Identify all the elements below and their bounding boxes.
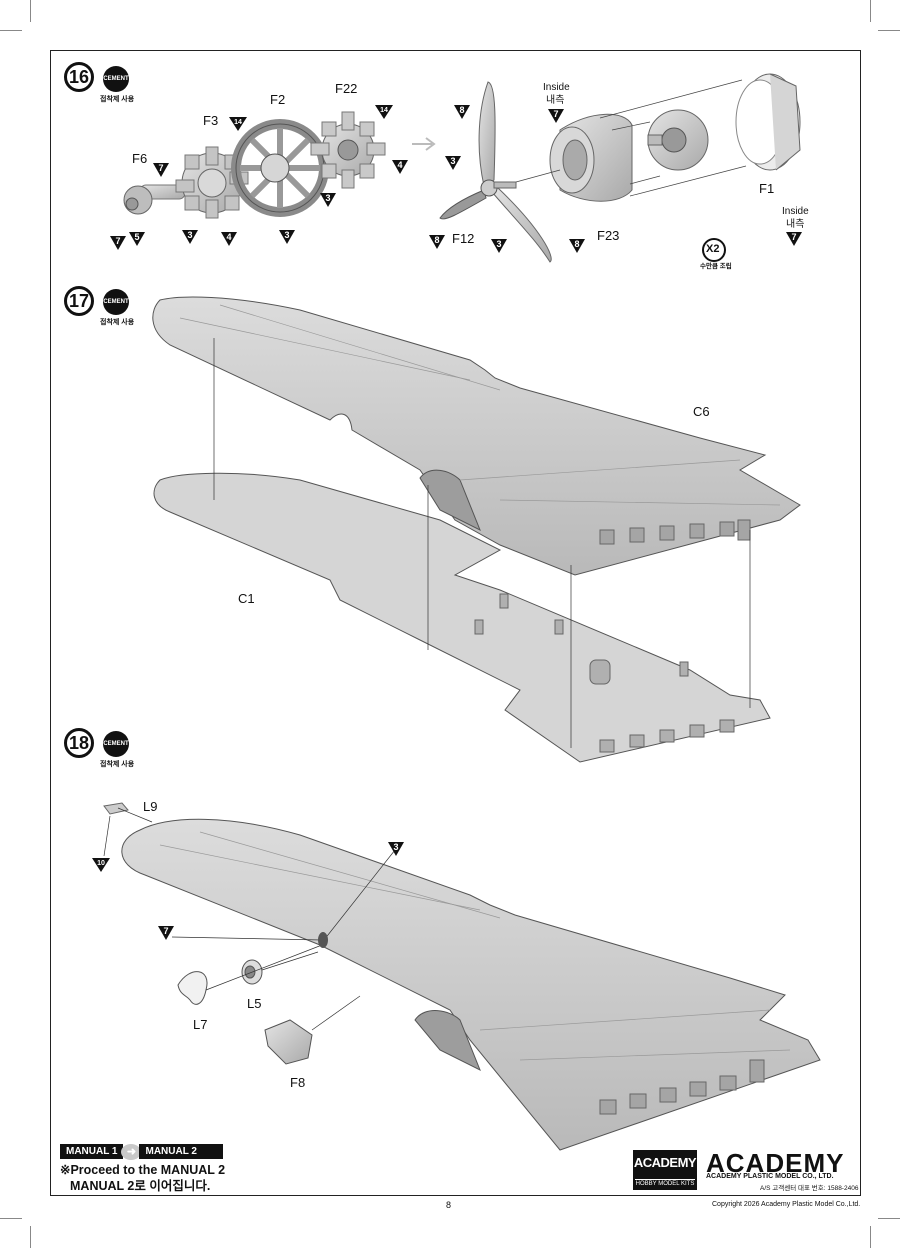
inside-label: Inside — [543, 82, 570, 93]
part-f1 — [735, 73, 801, 171]
crop-mark — [878, 30, 900, 31]
cement-note: 접착제 사용 — [100, 319, 135, 326]
svg-text:8: 8 — [574, 239, 579, 249]
svg-text:3: 3 — [450, 156, 455, 166]
cement-icon: CEMENT — [103, 731, 129, 757]
svg-text:7: 7 — [553, 109, 558, 119]
cement-label: CEMENT — [103, 299, 129, 305]
part-label-l9: L9 — [143, 799, 158, 814]
x2-badge — [702, 238, 726, 262]
svg-text:3: 3 — [187, 230, 192, 240]
cement-icon: CEMENT — [103, 289, 129, 315]
part-f2 — [231, 119, 329, 217]
manual2-label: MANUAL 2 — [139, 1144, 223, 1159]
part-c1 — [153, 472, 771, 763]
wing-assembly — [121, 818, 821, 1151]
svg-text:14: 14 — [380, 107, 388, 114]
svg-text:4: 4 — [226, 232, 231, 242]
part-f22 — [310, 111, 386, 189]
part-label-l7: L7 — [193, 1017, 208, 1032]
svg-text:7: 7 — [158, 163, 163, 173]
copyright: Copyright 2026 Academy Plastic Model Co.… — [712, 1201, 861, 1208]
cement-note: 접착제 사용 — [100, 761, 135, 768]
part-label-f2: F2 — [270, 92, 286, 107]
part-label-l5: L5 — [247, 996, 262, 1011]
svg-text:7: 7 — [115, 236, 120, 246]
svg-text:5: 5 — [134, 232, 139, 242]
arrow-right-icon: ➜ — [121, 1143, 142, 1160]
part-engine — [647, 109, 709, 171]
brand-box-title: ACADEMY — [633, 1155, 697, 1170]
x2-note: 수만큼 조립 — [700, 263, 732, 270]
svg-text:7: 7 — [163, 926, 168, 936]
cement-label: CEMENT — [103, 741, 129, 747]
step-number: 18 — [64, 728, 94, 758]
svg-text:3: 3 — [496, 239, 501, 249]
part-label-f1: F1 — [759, 181, 775, 196]
part-label-f23: F23 — [597, 228, 620, 243]
part-label-f3: F3 — [203, 113, 219, 128]
svg-text:10: 10 — [97, 860, 105, 867]
academy-logo: ACADEMY — [706, 1148, 845, 1178]
svg-text:8: 8 — [434, 235, 439, 245]
part-f3 — [175, 146, 249, 219]
page-number: 8 — [446, 1200, 452, 1210]
manual-nav: MANUAL 1 ➜ MANUAL 2 — [60, 1143, 223, 1160]
proceed-en: ※Proceed to the MANUAL 2 — [60, 1163, 226, 1177]
proceed-note: ※Proceed to the MANUAL 2 MANUAL 2로 이어집니다… — [60, 1162, 225, 1194]
manual1-label: MANUAL 1 — [60, 1144, 124, 1159]
brand-box-sub: HOBBY MODEL KITS — [635, 1179, 695, 1187]
step-number-text: 17 — [68, 290, 90, 311]
step18-drawing: 10 3 7 — [92, 802, 821, 1151]
step-number-text: 18 — [68, 732, 90, 753]
color-callouts-16: 7 7 5 3 4 14 3 14 3 4 8 3 8 3 8 7 7 — [110, 105, 802, 253]
part-label-f8: F8 — [290, 1075, 306, 1090]
cement-label: CEMENT — [103, 76, 129, 82]
color-callouts-18: 10 3 7 — [92, 842, 404, 940]
part-l7 — [177, 971, 208, 1005]
part-label-f22: F22 — [335, 81, 358, 96]
part-l9 — [103, 802, 129, 815]
inside-label: Inside — [782, 206, 809, 217]
step17-drawing — [152, 296, 801, 763]
x2-text: X2 — [706, 243, 720, 255]
inside-label-ko: 내측 — [546, 95, 565, 106]
svg-text:7: 7 — [791, 232, 796, 242]
inside-label-ko: 내측 — [786, 219, 805, 230]
step-number: 16 — [64, 62, 94, 92]
proceed-ko: MANUAL 2로 이어집니다. — [70, 1179, 211, 1193]
part-label-c1: C1 — [238, 591, 255, 606]
svg-text:4: 4 — [397, 160, 402, 170]
step-number: 17 — [64, 286, 94, 316]
hobby-kits-logo: ACADEMY HOBBY MODEL KITS — [633, 1150, 697, 1190]
part-label-f6: F6 — [132, 151, 148, 166]
crop-mark — [870, 1226, 871, 1248]
part-f23 — [549, 113, 633, 202]
part-f8 — [264, 1019, 313, 1065]
svg-text:3: 3 — [393, 842, 398, 852]
svg-text:3: 3 — [325, 193, 330, 203]
part-label-c6: C6 — [693, 404, 710, 419]
crop-mark — [30, 1226, 31, 1248]
crop-mark — [30, 0, 31, 22]
company-name: ACADEMY PLASTIC MODEL CO., LTD. — [706, 1173, 834, 1180]
step16-drawing: 7 7 5 3 4 14 3 14 3 4 8 3 8 3 8 7 7 — [110, 73, 802, 263]
as-contact: A/S 고객센터 대표 번호: 1588-2406 — [760, 1185, 859, 1192]
part-f12 — [439, 81, 552, 263]
cement-icon: CEMENT — [103, 66, 129, 92]
svg-text:14: 14 — [234, 119, 242, 126]
part-c6 — [152, 296, 801, 576]
svg-text:3: 3 — [284, 230, 289, 240]
cement-note: 접착제 사용 — [100, 96, 135, 103]
part-label-f12: F12 — [452, 231, 475, 246]
crop-mark — [0, 1218, 22, 1219]
page-frame — [50, 50, 861, 1196]
step-number-text: 16 — [68, 66, 90, 87]
crop-mark — [870, 0, 871, 22]
svg-text:8: 8 — [459, 105, 464, 115]
part-f6 — [123, 184, 186, 215]
crop-mark — [0, 30, 22, 31]
crop-mark — [878, 1218, 900, 1219]
